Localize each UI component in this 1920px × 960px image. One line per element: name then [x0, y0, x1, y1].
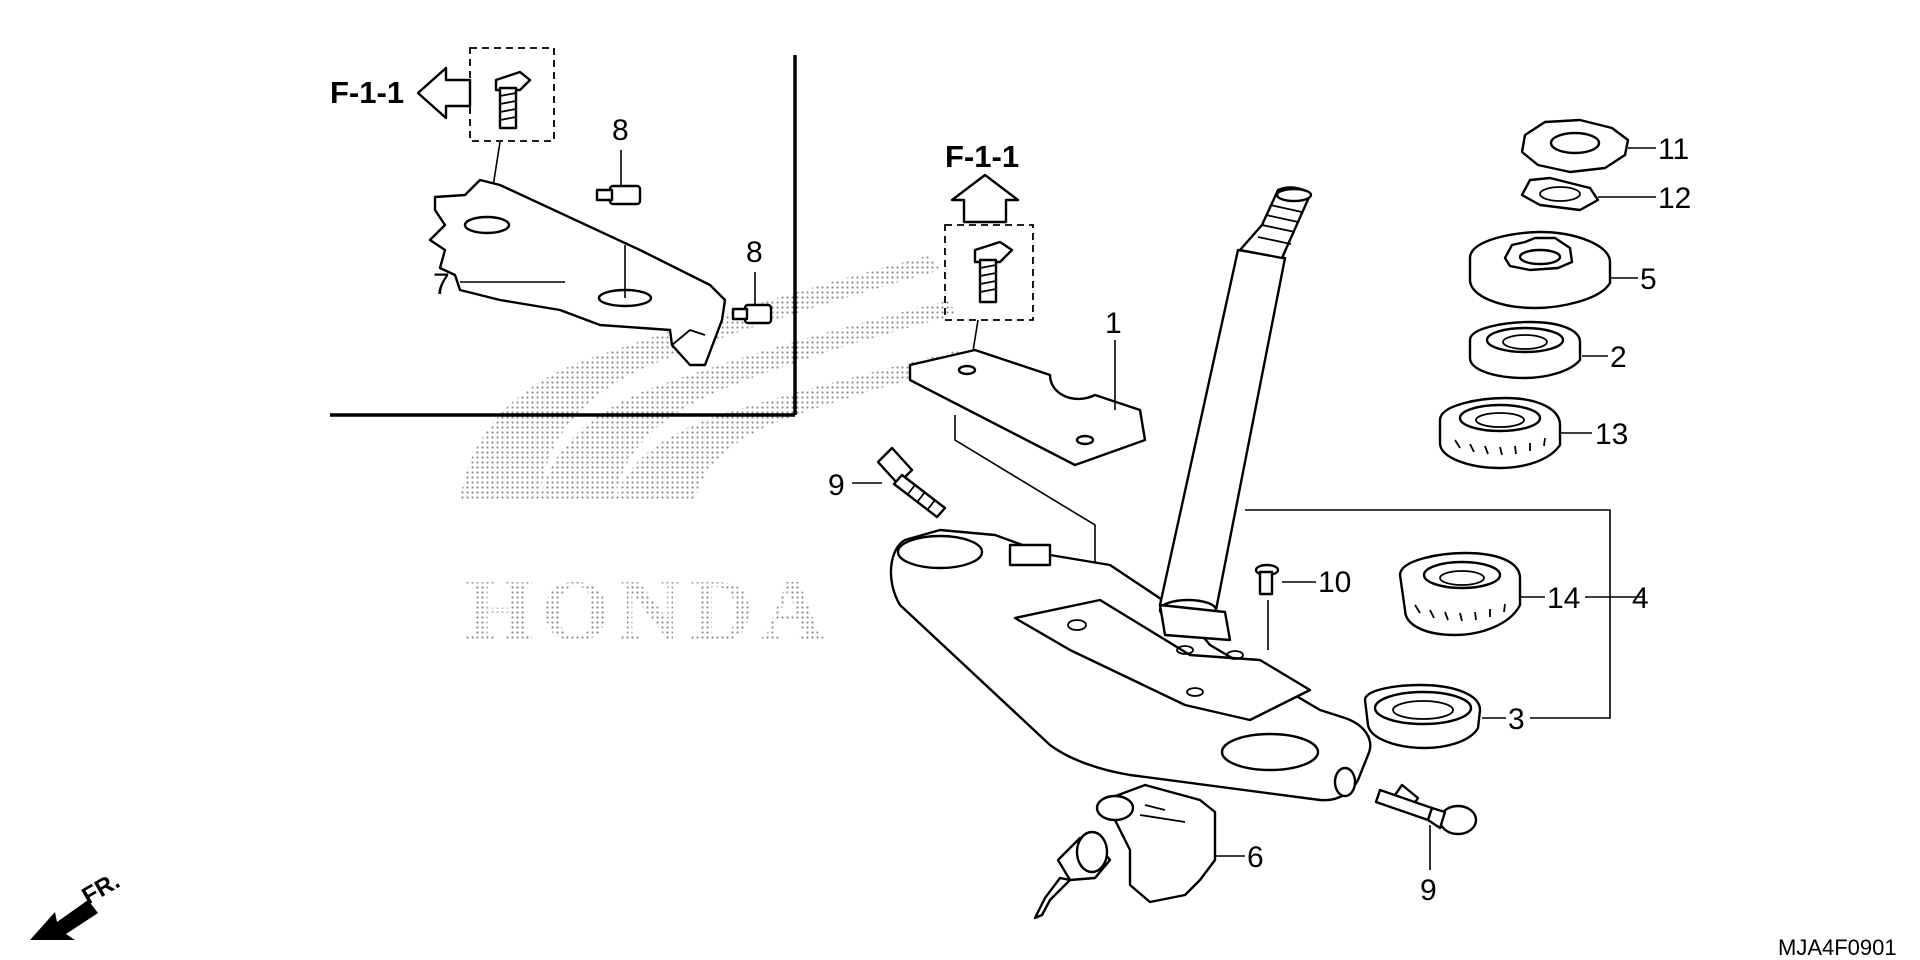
inset-reference: F-1-1 — [330, 66, 472, 120]
main-reference-label: F-1-1 — [945, 139, 1019, 174]
small-bolt-8b — [731, 303, 773, 325]
callout-10: 10 — [1318, 566, 1351, 599]
adjusting-nut-5 — [1468, 230, 1612, 310]
honda-watermark-text: HONDA — [465, 563, 833, 660]
callout-1: 1 — [1105, 307, 1122, 340]
bearing-14 — [1398, 551, 1522, 637]
callout-12: 12 — [1658, 182, 1691, 215]
plate-part-1 — [908, 348, 1147, 467]
front-arrow-icon — [30, 900, 98, 940]
left-arrow-icon — [416, 66, 472, 120]
lock-nut-11 — [1520, 118, 1630, 174]
inset-flange-bolt — [494, 70, 532, 130]
ignition-switch-6 — [1095, 783, 1217, 904]
dust-seal-2 — [1468, 320, 1582, 380]
steering-stem-lower-clamp — [889, 528, 1372, 802]
callout-9a: 9 — [828, 469, 845, 502]
callout-11: 11 — [1658, 133, 1689, 166]
screw-10 — [1254, 563, 1280, 596]
front-direction-indicator: FR. — [30, 867, 124, 940]
main-flange-bolt — [973, 240, 1014, 304]
bracket-part-7 — [428, 178, 727, 367]
up-arrow-icon — [950, 173, 1020, 224]
callout-13: 13 — [1595, 418, 1628, 451]
drawing-code: MJA4F0901 — [1778, 935, 1897, 960]
steering-stem-shaft — [1158, 186, 1313, 642]
bearing-13 — [1438, 396, 1562, 470]
ignition-key — [1033, 830, 1112, 920]
bolt-9-lower — [1374, 783, 1478, 836]
lock-washer-12 — [1520, 176, 1600, 212]
dust-seal-3 — [1363, 683, 1482, 750]
inset-bolt-dashed-box — [469, 47, 555, 142]
callout-8b: 8 — [746, 236, 763, 269]
callout-7: 7 — [433, 268, 450, 301]
callout-9b: 9 — [1420, 874, 1437, 907]
small-bolt-8a — [595, 184, 642, 206]
honda-wing-logo — [460, 255, 962, 500]
callout-8a: 8 — [612, 114, 629, 147]
callout-2: 2 — [1610, 341, 1627, 374]
inset-frame — [330, 55, 797, 417]
main-bolt-dashed-box — [944, 224, 1034, 321]
callout-4: 4 — [1632, 582, 1649, 615]
bolt-9-upper — [876, 446, 947, 519]
inset-reference-label: F-1-1 — [330, 75, 404, 110]
callout-5: 5 — [1640, 263, 1657, 296]
callout-3: 3 — [1508, 703, 1525, 736]
callout-14: 14 — [1547, 582, 1580, 615]
callout-6: 6 — [1247, 841, 1264, 874]
honda-watermark: HONDA — [460, 255, 962, 660]
